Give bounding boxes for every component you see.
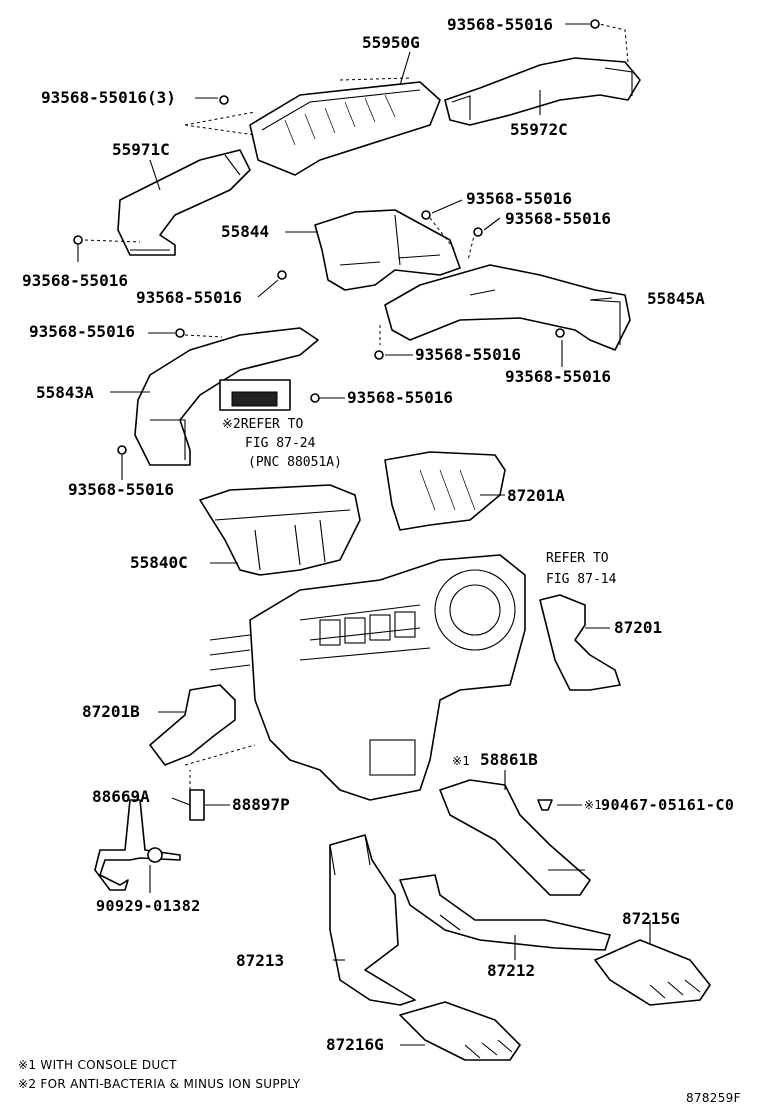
figure-code: 878259F xyxy=(686,1091,741,1105)
label-87201A: 87201A xyxy=(507,486,565,505)
label-55840C: 55840C xyxy=(130,553,188,572)
label-55972C: 55972C xyxy=(510,120,568,139)
label-87201B: 87201B xyxy=(82,702,140,721)
ion-unit-drawing xyxy=(219,379,291,411)
part-87201-drawing xyxy=(539,594,621,691)
label-93568-qty3: 93568-55016(3) xyxy=(41,88,176,107)
label-90467: 90467-05161-C0 xyxy=(601,796,735,814)
part-87201A-drawing xyxy=(384,451,506,531)
ref-fig-87-24-line1: ※2REFER TO xyxy=(222,417,304,432)
label-93568-right-c: 93568-55016 xyxy=(505,367,611,386)
part-55950G-drawing xyxy=(184,77,441,176)
label-93568-left-b: 93568-55016 xyxy=(29,322,135,341)
label-55950G: 55950G xyxy=(362,33,420,52)
label-93568-left-a: 93568-55016 xyxy=(22,271,128,290)
label-55971C: 55971C xyxy=(112,140,170,159)
part-87213-drawing xyxy=(329,834,416,1006)
hvac-unit-drawing xyxy=(209,554,526,801)
label-88897P: 88897P xyxy=(232,795,290,814)
part-88669A-drawing xyxy=(94,770,205,891)
part-55971C-drawing xyxy=(84,149,251,256)
part-87216G-drawing xyxy=(399,1001,521,1061)
part-55845A-drawing xyxy=(379,264,631,351)
ref-fig-87-24-line3: (PNC 88051A) xyxy=(248,455,342,470)
part-55844-drawing xyxy=(314,209,476,291)
label-93568-mid-c: 93568-55016 xyxy=(347,388,453,407)
label-93568-bottom-left: 93568-55016 xyxy=(68,480,174,499)
label-87212: 87212 xyxy=(487,961,536,980)
label-87201: 87201 xyxy=(614,618,663,637)
label-93568-mid-a: 93568-55016 xyxy=(136,288,242,307)
label-58861B: 58861B xyxy=(480,750,538,769)
mark-1-58861B: ※1 xyxy=(452,754,471,768)
label-93568-mid-b: 93568-55016 xyxy=(415,345,521,364)
label-55843A: 55843A xyxy=(36,383,94,402)
part-87212-drawing xyxy=(399,874,611,951)
label-90929: 90929-01382 xyxy=(96,897,201,915)
bolt-icons xyxy=(73,19,600,455)
ref-fig-87-14-line2: FIG 87-14 xyxy=(546,572,617,587)
label-93568-top-right: 93568-55016 xyxy=(447,15,553,34)
label-87213: 87213 xyxy=(236,951,285,970)
label-87215G: 87215G xyxy=(622,909,680,928)
footnote-2: ※2 FOR ANTI-BACTERIA & MINUS ION SUPPLY xyxy=(18,1077,301,1091)
part-55972C-drawing xyxy=(444,22,641,126)
ref-fig-87-14-line1: REFER TO xyxy=(546,551,609,566)
label-87216G: 87216G xyxy=(326,1035,384,1054)
part-87215G-drawing xyxy=(594,939,711,1006)
leader-lines xyxy=(77,23,651,1046)
label-55844: 55844 xyxy=(221,222,270,241)
label-55845A: 55845A xyxy=(647,289,705,308)
part-87201B-drawing xyxy=(149,684,256,766)
label-88669A: 88669A xyxy=(92,787,150,806)
part-58861B-drawing xyxy=(439,779,591,896)
footnote-1: ※1 WITH CONSOLE DUCT xyxy=(18,1058,177,1072)
mark-1-90467: ※1 xyxy=(584,798,603,812)
ref-fig-87-24-line2: FIG 87-24 xyxy=(245,436,316,451)
label-93568-right-a: 93568-55016 xyxy=(466,189,572,208)
label-93568-right-b: 93568-55016 xyxy=(505,209,611,228)
part-55843A-drawing xyxy=(134,327,319,466)
part-90467-drawing xyxy=(537,799,553,811)
part-55840C-drawing xyxy=(199,484,361,576)
